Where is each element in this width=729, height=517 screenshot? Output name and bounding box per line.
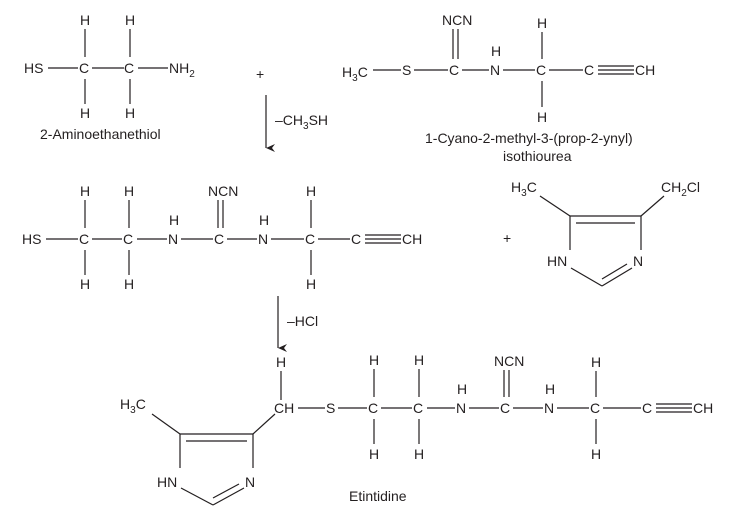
atom-c: C <box>305 231 315 247</box>
atom-c1: C <box>79 60 89 76</box>
atom-ncn: NCN <box>494 353 524 369</box>
atom-h: H <box>545 381 555 397</box>
atom-h: H <box>124 276 134 292</box>
atom-hs: HS <box>24 60 43 76</box>
atom-h: H <box>591 446 601 462</box>
atom-h: H <box>306 276 316 292</box>
atom-hn: HN <box>157 474 177 490</box>
atom-c: C <box>536 62 546 78</box>
atom-h: H <box>369 352 379 368</box>
atom-ch: CH <box>274 400 294 416</box>
atom-ch: CH <box>402 231 422 247</box>
label-aminoethanethiol: 2-Aminoethanethiol <box>40 126 161 142</box>
plus-sign: + <box>256 66 264 82</box>
atom-c2: C <box>124 60 134 76</box>
atom-c: C <box>642 400 652 416</box>
label-isothiourea-line2: isothiourea <box>503 148 572 164</box>
atom-c: C <box>351 231 361 247</box>
atom-h: H <box>125 12 135 28</box>
plus-sign: + <box>503 230 511 246</box>
atom-n: N <box>258 231 268 247</box>
atom-h: H <box>259 212 269 228</box>
atom-ch2cl: CH2Cl <box>661 179 700 199</box>
atom-h: H <box>80 183 90 199</box>
atom-h: H <box>491 43 501 59</box>
atom-c: C <box>214 231 224 247</box>
atom-c: C <box>79 231 89 247</box>
atom-s: S <box>326 400 335 416</box>
atom-nh2: NH2 <box>169 60 195 80</box>
atom-c: C <box>413 400 423 416</box>
atom-n: N <box>245 474 255 490</box>
atom-h: H <box>306 183 316 199</box>
reaction-arrow-step2: –HCl <box>277 296 318 352</box>
atom-c: C <box>584 62 594 78</box>
atom-h: H <box>276 354 286 370</box>
label-etintidine: Etintidine <box>349 488 407 504</box>
atom-c: C <box>500 400 510 416</box>
atom-c: C <box>590 400 600 416</box>
molecule-etintidine: H3C HN N CH H S C C N H C N H C C <box>120 352 713 506</box>
atom-h: H <box>414 352 424 368</box>
atom-c: C <box>449 62 459 78</box>
molecule-isothiourea: H3C S C N H C C CH NCN H H <box>342 12 655 125</box>
atom-h3c: H3C <box>511 179 537 199</box>
atom-h: H <box>457 381 467 397</box>
atom-ncn: NCN <box>208 183 238 199</box>
atom-n: N <box>168 231 178 247</box>
atom-h: H <box>80 12 90 28</box>
atom-h: H <box>125 105 135 121</box>
atom-n: N <box>544 400 554 416</box>
atom-h: H <box>537 15 547 31</box>
reagent-hcl: –HCl <box>287 313 318 329</box>
atom-h3c: H3C <box>342 64 368 84</box>
molecule-chloromethyl-methylimidazole: H3C CH2Cl HN N <box>511 179 700 287</box>
molecule-intermediate: HS C C N H C N H C C CH H H H H NCN H <box>22 183 422 292</box>
reaction-arrow-step1: –CH3SH <box>265 95 328 152</box>
atom-ch: CH <box>635 62 655 78</box>
atom-h: H <box>80 276 90 292</box>
atom-h: H <box>591 354 601 370</box>
atom-c: C <box>123 231 133 247</box>
atom-hn: HN <box>547 253 567 269</box>
atom-c: C <box>368 400 378 416</box>
reagent-ch3sh: –CH3SH <box>275 112 328 132</box>
atom-ch: CH <box>693 400 713 416</box>
atom-h: H <box>169 212 179 228</box>
atom-h: H <box>124 183 134 199</box>
atom-n: N <box>490 62 500 78</box>
atom-n: N <box>633 253 643 269</box>
label-isothiourea-line1: 1-Cyano-2-methyl-3-(prop-2-ynyl) <box>425 130 633 146</box>
atom-h3c: H3C <box>120 396 146 416</box>
atom-n: N <box>456 400 466 416</box>
atom-h: H <box>414 446 424 462</box>
atom-h: H <box>369 446 379 462</box>
atom-hs: HS <box>22 231 41 247</box>
atom-h: H <box>80 105 90 121</box>
atom-s: S <box>402 62 411 78</box>
atom-ncn: NCN <box>442 12 472 28</box>
atom-h: H <box>537 109 547 125</box>
molecule-aminoethanethiol: HS C C NH2 H H H H <box>24 12 195 121</box>
